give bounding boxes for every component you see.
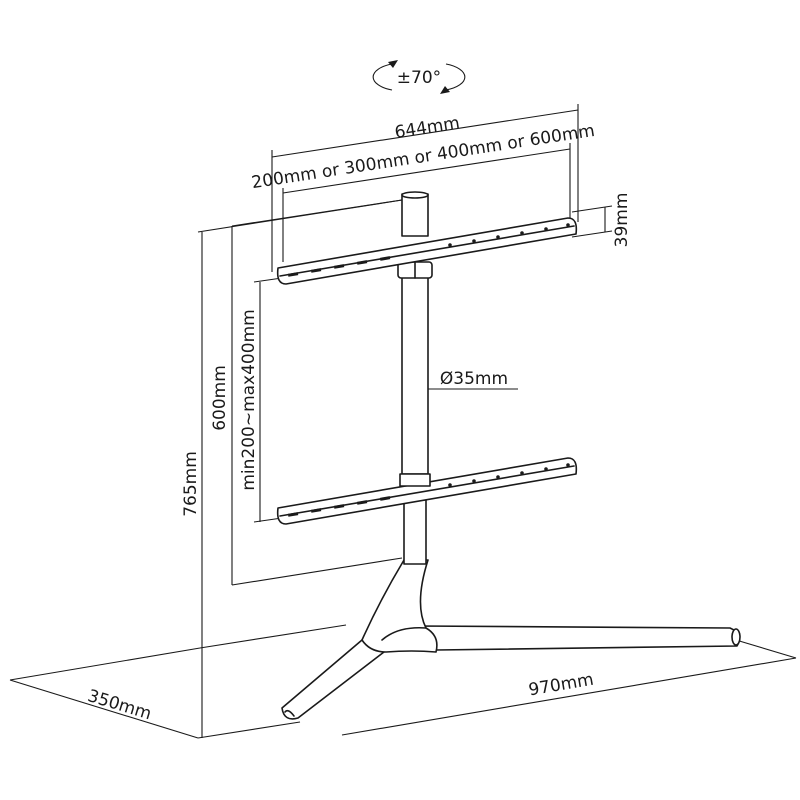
base-hub [361,559,438,653]
rear-foot [731,628,741,646]
bracket-height-dimension: 39mm [571,193,632,248]
front-leg [281,639,385,720]
lower-bracket [276,457,578,525]
lower-bracket-slots [287,463,570,517]
upper-bracket-slots [287,223,570,277]
rotation-label: ±70° [397,68,441,88]
pole [401,275,429,475]
base-width-label: 970mm [527,670,595,701]
pole-clamp-lower [399,473,431,487]
base-footprint-lines [9,624,797,739]
tv-stand [276,191,741,720]
upper-bracket [276,217,578,285]
stand-base [281,559,741,720]
bracket-height-label: 39mm [612,193,632,248]
bracket-floor-label: 600mm [210,365,230,431]
bracket-floor-dimension: 600mm [210,199,403,586]
total-height-label: 765mm [181,451,201,517]
pole-top [401,193,429,237]
rear-leg [417,625,741,651]
bracket-spacing-label: min200~max400mm [239,309,259,490]
pole-lower [403,499,427,565]
pole-cap [401,191,429,199]
bracket-width-label: 644mm [393,113,461,143]
rotation-indicator: ±70° [372,60,466,94]
pole-diameter-label: Ø35mm [440,369,508,389]
base-depth-label: 350mm [85,686,154,724]
rotate-arrows-icon [372,60,466,94]
vesa-width-dimension: 200mm or 300mm or 400mm or 600mm [250,121,596,262]
bracket-spacing-dimension: min200~max400mm [239,277,283,523]
